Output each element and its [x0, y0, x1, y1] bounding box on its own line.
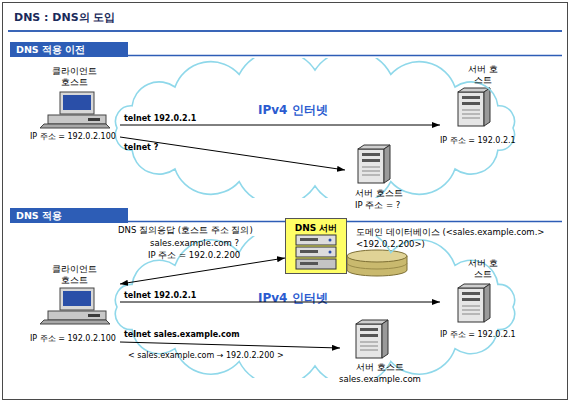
node-text: IP 주소 = 192.0.2.100	[30, 132, 140, 142]
cylinder-top	[347, 250, 407, 262]
edge-label: telnet 192.0.2.1	[124, 291, 196, 301]
drive-slot	[300, 262, 318, 265]
server-unit	[296, 235, 336, 245]
edge-label: telnet sales.example.com	[124, 330, 240, 340]
node-text: IPv4 인터넷	[258, 291, 378, 305]
diagram-title: DNS : DNS의 도입	[14, 10, 115, 25]
node-text: IP 주소 = 192.0.2.1	[440, 330, 530, 340]
node-text: IP 주소 = 192.0.2.1	[440, 136, 530, 146]
node-text: DNS 서버	[286, 223, 346, 234]
connector	[120, 302, 440, 303]
node-text: 서버 호스트	[464, 64, 502, 86]
frame-border	[3, 3, 568, 400]
node-text: IP 주소 = ?	[355, 200, 435, 211]
node-text: sales.example.com	[326, 374, 434, 385]
server-host: 서버 호스트IP 주소 = ?	[345, 142, 420, 208]
section-rule	[128, 55, 562, 57]
node-text: 서버 호스트	[326, 362, 434, 373]
node-text: 서버 호스트	[464, 258, 502, 280]
note-label: IP 주소 = 192.0.2.200	[148, 250, 240, 261]
node-text: DNS 적용 이전	[16, 42, 126, 57]
status-light	[329, 239, 332, 242]
drive-slot	[300, 250, 318, 253]
cylinder-ring	[347, 263, 407, 269]
client-computer-icon	[40, 288, 110, 324]
server-host: 서버 호스트IP 주소 = 192.0.2.1	[440, 258, 525, 340]
node-text: DNS 적용	[16, 208, 126, 223]
dns-server-icon	[296, 235, 336, 269]
cloud-shape	[116, 58, 515, 198]
node-text: 도메인 데이터베이스 (<sales.example.com.><192.0.2…	[356, 226, 556, 250]
edge-label: telnet 192.0.2.1	[124, 114, 196, 124]
server-tower-icon	[458, 284, 490, 322]
connector	[120, 137, 345, 170]
drive-slot	[300, 238, 318, 241]
database-node: 도메인 데이터베이스 (<sales.example.com.><192.0.2…	[350, 226, 560, 252]
connector	[120, 125, 440, 126]
node-text: 서버 호스트	[355, 188, 435, 199]
section-band: DNS 적용 이전	[10, 42, 128, 57]
server-tower-icon	[358, 145, 390, 183]
server-tower-icon	[356, 320, 388, 358]
client-host: 클라이언트 호스트IP 주소 = 192.0.2.100	[28, 264, 120, 346]
connector	[120, 342, 340, 348]
section-band: DNS 적용	[10, 208, 128, 223]
network-cloud: IPv4 인터넷	[105, 58, 525, 198]
edge-label: DNS 질의응답 (호스트 주소 질의)	[118, 225, 253, 236]
node-text: 클라이언트 호스트	[46, 66, 102, 88]
dns-server-box: DNS 서버	[285, 218, 347, 274]
connector	[120, 258, 285, 284]
node-text: IPv4 인터넷	[258, 103, 378, 117]
client-computer-icon	[40, 92, 110, 128]
node-text: IP 주소 = 192.0.2.100	[30, 334, 140, 344]
status-light	[329, 251, 332, 254]
server-unit	[296, 247, 336, 257]
client-host: 클라이언트 호스트IP 주소 = 192.0.2.100	[28, 66, 120, 144]
node-text: 클라이언트 호스트	[46, 264, 102, 286]
title-rule	[8, 30, 562, 32]
cloud-shape	[115, 236, 514, 378]
server-unit	[296, 259, 336, 269]
database-cylinder	[347, 250, 407, 276]
edge-label: telnet ?	[124, 143, 158, 153]
server-tower-icon	[458, 88, 490, 126]
server-host: 서버 호스트IP 주소 = 192.0.2.1	[440, 64, 525, 146]
cloud-outline	[105, 58, 525, 198]
server-host: 서버 호스트sales.example.com	[340, 318, 420, 390]
